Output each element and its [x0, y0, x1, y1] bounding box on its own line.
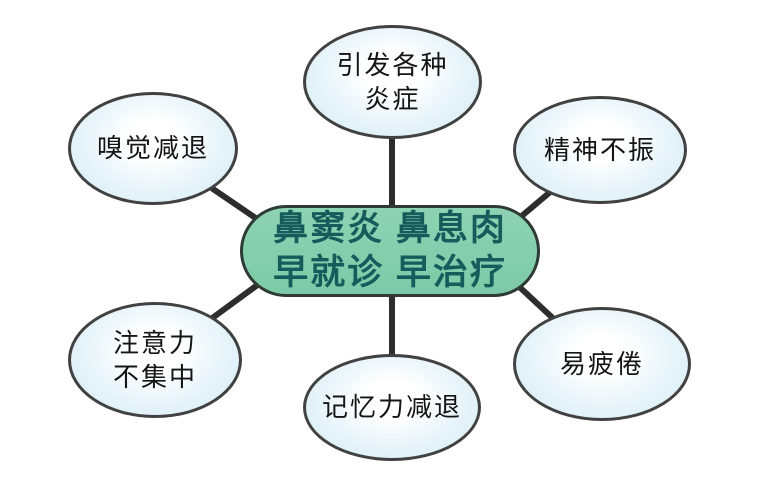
node-smell-loss-line1: 嗅觉减退: [96, 133, 209, 164]
center-topic-line2: 早就诊 早治疗: [273, 253, 507, 292]
node-memory-decline-line1: 记忆力减退: [321, 392, 462, 423]
node-memory-decline: 记忆力减退: [303, 354, 481, 461]
node-poor-concentration-line2: 不集中: [112, 362, 197, 392]
node-poor-concentration-label: 注意力 不集中: [113, 326, 197, 395]
center-topic-line1: 鼻窦炎 鼻息肉: [273, 208, 507, 248]
node-poor-concentration: 注意力 不集中: [68, 302, 242, 418]
node-memory-decline-label: 记忆力减退: [322, 390, 462, 424]
node-fatigue: 易疲倦: [513, 307, 691, 421]
node-inflammation-label: 引发各种 炎症: [336, 48, 448, 117]
node-low-spirits-line1: 精神不振: [543, 134, 656, 165]
center-topic: 鼻窦炎 鼻息肉 早就诊 早治疗: [240, 205, 540, 297]
node-poor-concentration-line1: 注意力: [112, 327, 197, 358]
node-smell-loss: 嗅觉减退: [68, 92, 238, 205]
node-inflammation-line2: 炎症: [364, 84, 421, 114]
node-inflammation: 引发各种 炎症: [303, 25, 482, 139]
node-fatigue-label: 易疲倦: [560, 347, 644, 381]
node-low-spirits: 精神不振: [513, 96, 687, 204]
node-inflammation-line1: 引发各种: [336, 49, 449, 80]
node-low-spirits-label: 精神不振: [544, 133, 656, 167]
node-smell-loss-label: 嗅觉减退: [97, 131, 209, 165]
node-fatigue-line1: 易疲倦: [559, 348, 644, 379]
